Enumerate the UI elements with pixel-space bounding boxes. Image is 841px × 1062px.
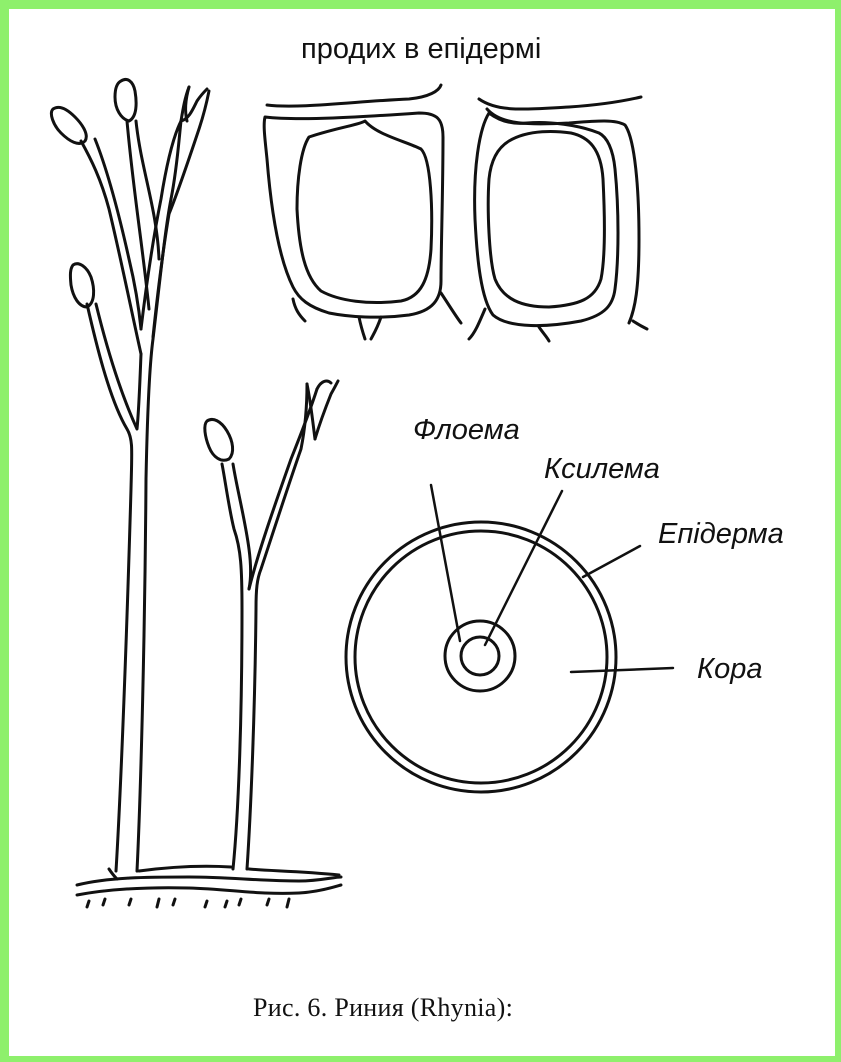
plant-tall: [81, 87, 209, 871]
sporangium-1: [51, 107, 86, 143]
figure-caption: Рис. 6. Риния (Rhynia):: [253, 993, 513, 1023]
xylem-core: [461, 637, 499, 675]
xylem-label: Ксилема: [544, 453, 660, 486]
phloem-ring: [445, 621, 515, 691]
plant-short: [222, 381, 338, 869]
cortex-label: Кора: [697, 653, 762, 686]
epidermis-label: Епідерма: [658, 518, 784, 551]
stoma-title: продих в епідермі: [301, 33, 541, 66]
sporangium-4: [205, 419, 233, 460]
epidermis-leader: [583, 546, 640, 577]
phloem-label: Флоема: [413, 414, 520, 447]
sporangium-2: [115, 79, 136, 121]
xylem-leader: [485, 491, 562, 645]
cortex-leader: [571, 668, 673, 672]
sporangium-3: [70, 264, 93, 307]
epidermis-ring-inner: [355, 531, 607, 783]
epidermis-ring-outer: [346, 522, 616, 792]
stoma-epidermis: [264, 85, 647, 341]
stem-cross-section: [346, 522, 616, 792]
phloem-leader: [431, 485, 460, 641]
